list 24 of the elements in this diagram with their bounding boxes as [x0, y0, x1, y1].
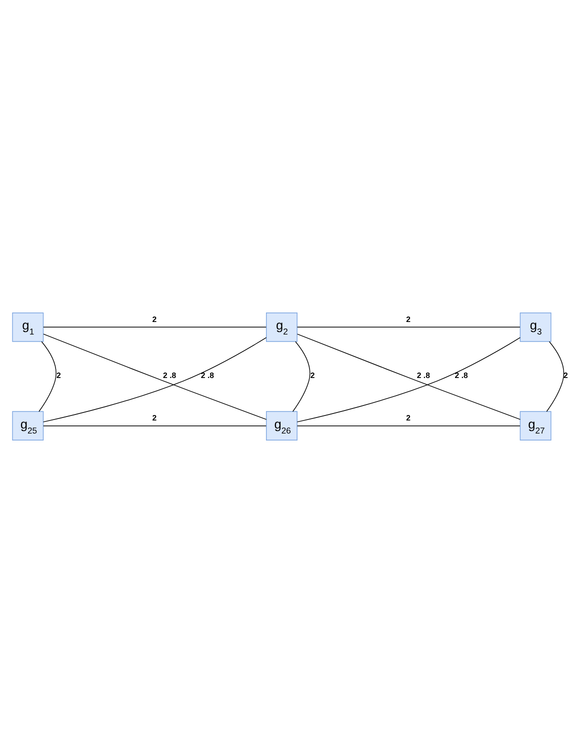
- connector: [546, 341, 564, 412]
- edge-label: 2: [406, 414, 411, 423]
- connector: [292, 341, 310, 412]
- edge-label: 2: [563, 370, 568, 380]
- connector: [38, 341, 56, 412]
- connector: [296, 326, 520, 328]
- connector: [43, 326, 266, 328]
- edge-label: 2: [56, 370, 61, 380]
- edge-label: 2 .8: [200, 370, 214, 380]
- node-box: g$_{1}$: [12, 312, 44, 342]
- edge-label: 2: [310, 370, 315, 380]
- node-box: g$_{26}$: [266, 411, 298, 440]
- node-box: g$_{3}$: [520, 312, 552, 342]
- edge-label: 2 .8: [416, 370, 430, 380]
- edge-label: 2 .8: [163, 370, 176, 380]
- node-box: g$_{27}$: [520, 411, 552, 440]
- node-box: g$_{25}$: [12, 411, 44, 440]
- edge-label: 2: [406, 315, 411, 324]
- connector: [296, 425, 520, 426]
- edge-label: 2: [152, 315, 157, 324]
- connector: [43, 425, 266, 426]
- edge-label: 2: [152, 414, 157, 423]
- edge-label: 2 .8: [454, 370, 468, 380]
- node-box: g$_{2}$: [266, 312, 298, 342]
